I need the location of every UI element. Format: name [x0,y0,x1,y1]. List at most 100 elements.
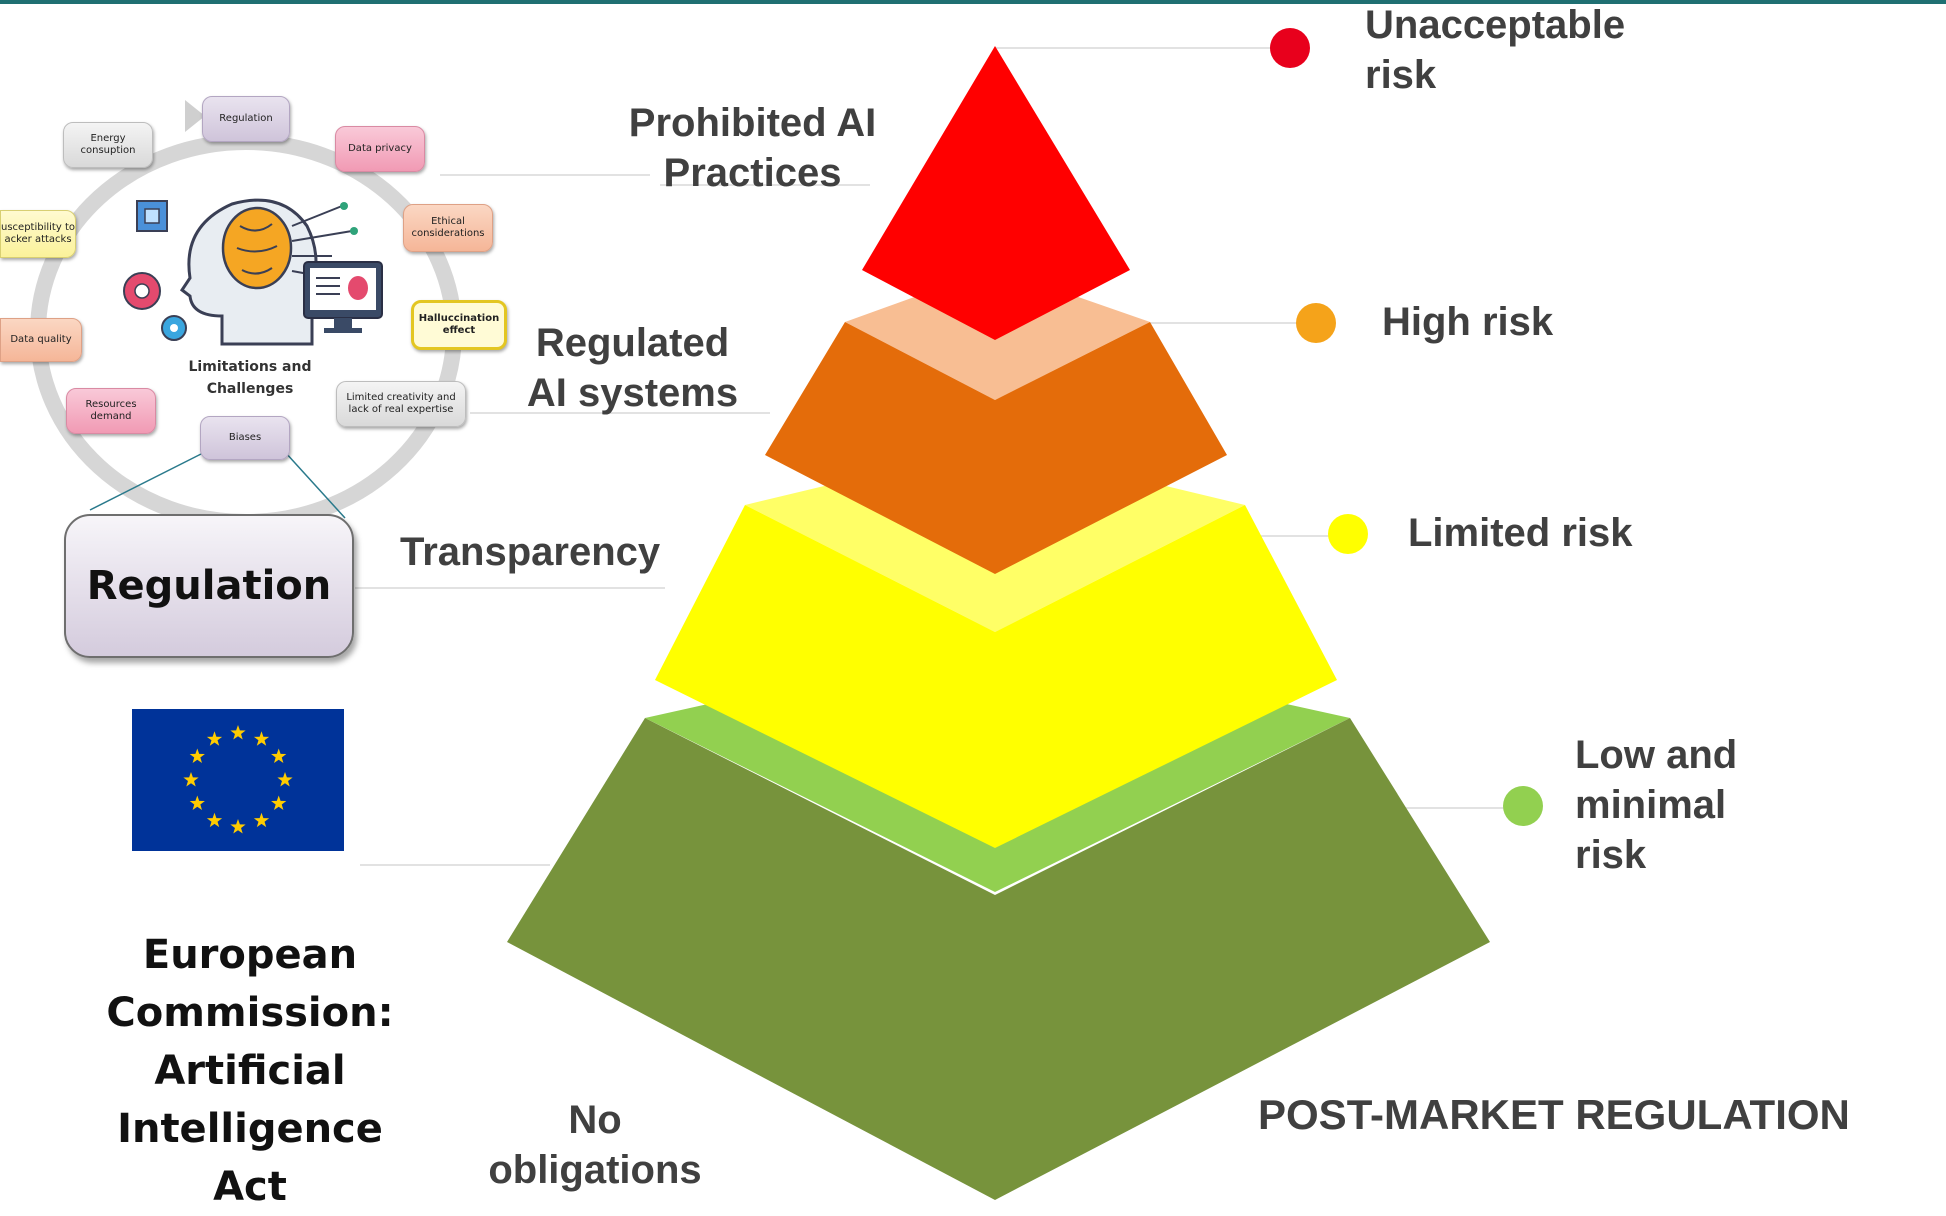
pyramid-level-high-right [995,322,1227,574]
pyramid-level-unacceptable [862,46,1130,340]
top-accent-bar [0,0,1946,4]
challenge-data-privacy: Data privacy [335,126,425,172]
eu-star-icon [253,812,270,828]
label-unacceptable-line2: risk [1365,53,1437,97]
eu-commission-line3: Artificial [154,1048,346,1094]
label-limited-risk: Limited risk [1408,511,1633,555]
dot-unacceptable [1270,28,1310,68]
brain-icon [221,206,293,290]
eu-star-icon [206,731,223,746]
challenges-center-line1: Limitations and [188,359,312,375]
eu-star-icon [253,731,270,746]
pyramid-level-limited-right [995,505,1337,848]
connector-left [89,451,206,511]
eu-star-icon [189,795,205,810]
challenge-creativity-line1: Limited creativity and [346,392,456,403]
eu-star-icon [277,772,293,787]
pyramid-level-limited-left [655,505,995,848]
connector-right [284,451,346,519]
label-no-obligations-line1: No [568,1098,622,1142]
label-regulated-line2: AI systems [526,371,739,415]
label-low-line1: Low and [1575,733,1738,777]
eu-star-icon [189,748,205,763]
pyramid-level-low-left [507,718,995,1200]
challenge-data-quality-label: Data quality [10,334,72,345]
gear-icon [123,272,161,310]
challenge-regulation-label: Regulation [219,113,273,124]
challenge-ethical-line1: Ethical [431,216,465,227]
challenge-hallucination-line2: effect [442,325,476,336]
label-transparency: Transparency [400,530,661,574]
small-gear-icon [161,315,187,341]
ai-head-illustration [123,198,383,346]
pyramid-level-low-right [995,718,1490,1200]
challenge-biases: Biases [200,416,290,460]
dot-high [1296,303,1336,343]
chip-icon [136,200,168,232]
eu-commission-text: European Commission: Artificial Intellig… [80,926,420,1216]
label-unacceptable-risk: Unacceptable risk [1365,0,1625,100]
eu-commission-line1: European [142,932,358,978]
eu-star-icon [206,812,223,828]
label-no-obligations-line2: obligations [488,1148,702,1192]
pyramid-level-high-left [765,322,995,574]
challenge-resources-line2: demand [90,411,132,422]
label-regulated-line1: Regulated [535,321,730,365]
eu-star-icon [183,772,199,787]
challenge-hacker-line2: acker attacks [4,234,72,245]
circuit-lines-icon [291,205,353,282]
eu-commission-line2: Commission: [106,990,394,1036]
challenge-data-privacy-label: Data privacy [348,143,412,154]
label-prohibited-ai: Prohibited AI Practices [620,98,885,198]
label-low-line3: risk [1575,833,1647,877]
challenge-hacker-line1: usceptibility to [1,222,75,233]
challenges-center-label: Limitations and Challenges [170,356,330,400]
regulation-box-label: Regulation [86,563,332,609]
ring-arrow-icon [185,100,205,132]
monitor-icon [303,261,383,333]
challenge-energy-line1: Energy [90,133,126,144]
regulation-box: Regulation [64,514,354,658]
challenge-biases-label: Biases [228,432,262,443]
label-low-line2: minimal [1575,783,1727,827]
dot-low [1503,786,1543,826]
eu-commission-line4: Intelligence Act [117,1106,383,1210]
label-unacceptable-line1: Unacceptable [1365,3,1626,47]
label-prohibited-line2: Practices [663,151,842,195]
eu-flag-stars [183,725,293,834]
challenge-energy-line2: consuption [80,145,136,156]
challenge-resources-line1: Resources [85,399,137,410]
eu-star-icon [230,819,246,834]
eu-flag-icon [132,709,344,851]
label-high-risk: High risk [1382,300,1554,344]
label-regulated-ai: Regulated AI systems [515,318,750,418]
eu-star-icon [271,795,287,810]
challenge-data-quality: Data quality [0,318,82,362]
label-no-obligations: No obligations [475,1095,715,1195]
label-prohibited-line1: Prohibited AI [628,101,877,145]
challenges-center-line2: Challenges [206,381,294,397]
challenge-hallucination-line1: Halluccination [418,313,500,324]
challenge-creativity-line2: lack of real expertise [348,404,454,415]
challenge-regulation: Regulation [202,96,290,142]
label-post-market-regulation: POST-MARKET REGULATION [1258,1091,1850,1138]
label-low-minimal-risk: Low and minimal risk [1575,730,1737,880]
eu-star-icon [271,748,287,763]
challenge-ethical-line2: considerations [411,228,485,239]
leader-lines [355,47,1525,866]
eu-star-icon [230,725,246,740]
